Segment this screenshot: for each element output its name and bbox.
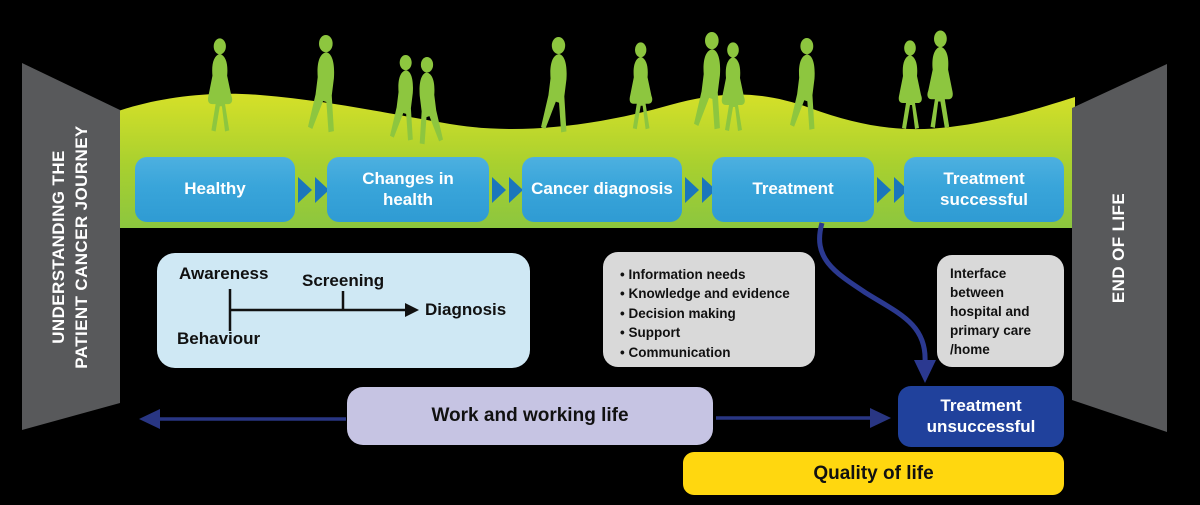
stage-label: Cancer diagnosis bbox=[531, 179, 673, 199]
person-icon bbox=[629, 42, 653, 130]
person-icon bbox=[694, 32, 721, 130]
chevron-right-icon bbox=[877, 177, 891, 203]
needs-item: Support bbox=[620, 323, 809, 342]
needs-list: Information needs Knowledge and evidence… bbox=[603, 252, 815, 362]
pathway-screening-label: Screening bbox=[302, 271, 385, 290]
interface-box: Interface between hospital and primary c… bbox=[937, 255, 1064, 367]
person-icon bbox=[790, 38, 815, 130]
person-icon bbox=[721, 42, 745, 131]
treatment-needs-box: Information needs Knowledge and evidence… bbox=[603, 252, 815, 367]
chevron-right-icon bbox=[298, 177, 312, 203]
person-icon bbox=[207, 38, 233, 132]
person-icon bbox=[541, 37, 567, 133]
left-panel-line2: PATIENT CANCER JOURNEY bbox=[72, 125, 91, 369]
chevron-right-icon bbox=[685, 177, 699, 203]
stage-box-treatment-successful: Treatment successful bbox=[904, 157, 1064, 222]
pathway-diagnosis-label: Diagnosis bbox=[425, 300, 507, 319]
pathway-box: Awareness Screening Diagnosis Behaviour bbox=[157, 253, 530, 368]
work-and-working-life-box: Work and working life bbox=[347, 387, 713, 445]
quality-of-life-box: Quality of life bbox=[683, 452, 1064, 495]
walking-people-silhouettes bbox=[207, 30, 953, 145]
needs-item: Decision making bbox=[620, 304, 809, 323]
needs-item: Communication bbox=[620, 343, 809, 362]
needs-item: Knowledge and evidence bbox=[620, 284, 809, 303]
person-icon bbox=[927, 30, 953, 128]
left-panel-title: UNDERSTANDING THE PATIENT CANCER JOURNEY bbox=[47, 77, 95, 417]
stage-label: Changes in health bbox=[362, 169, 454, 209]
stage-box-changes-in-health: Changes in health bbox=[327, 157, 489, 222]
arrowhead-icon bbox=[405, 303, 419, 317]
stage-label: Healthy bbox=[184, 179, 246, 199]
pathway-arrow-graphic bbox=[228, 289, 419, 331]
stage-label: Treatment bbox=[752, 179, 834, 199]
right-panel-title: END OF LIFE bbox=[1109, 192, 1128, 304]
left-panel-line1: UNDERSTANDING THE bbox=[49, 150, 68, 344]
person-icon bbox=[419, 57, 443, 145]
treatment-unsuccessful-box: Treatment unsuccessful bbox=[898, 386, 1064, 447]
stage-box-cancer-diagnosis: Cancer diagnosis bbox=[522, 157, 682, 222]
stage-arrow bbox=[298, 177, 329, 203]
person-icon bbox=[308, 35, 335, 133]
chevron-right-icon bbox=[509, 177, 523, 203]
chevron-right-icon bbox=[315, 177, 329, 203]
person-icon bbox=[898, 40, 922, 129]
stage-label: Treatment successful bbox=[940, 169, 1028, 209]
chevron-right-icon bbox=[492, 177, 506, 203]
needs-item: Information needs bbox=[620, 265, 809, 284]
pathway-behaviour-label: Behaviour bbox=[177, 329, 261, 348]
pathway-awareness-label: Awareness bbox=[179, 264, 269, 283]
stage-arrow bbox=[492, 177, 523, 203]
stage-box-healthy: Healthy bbox=[135, 157, 295, 222]
person-icon bbox=[390, 55, 413, 141]
stage-box-treatment: Treatment bbox=[712, 157, 874, 222]
